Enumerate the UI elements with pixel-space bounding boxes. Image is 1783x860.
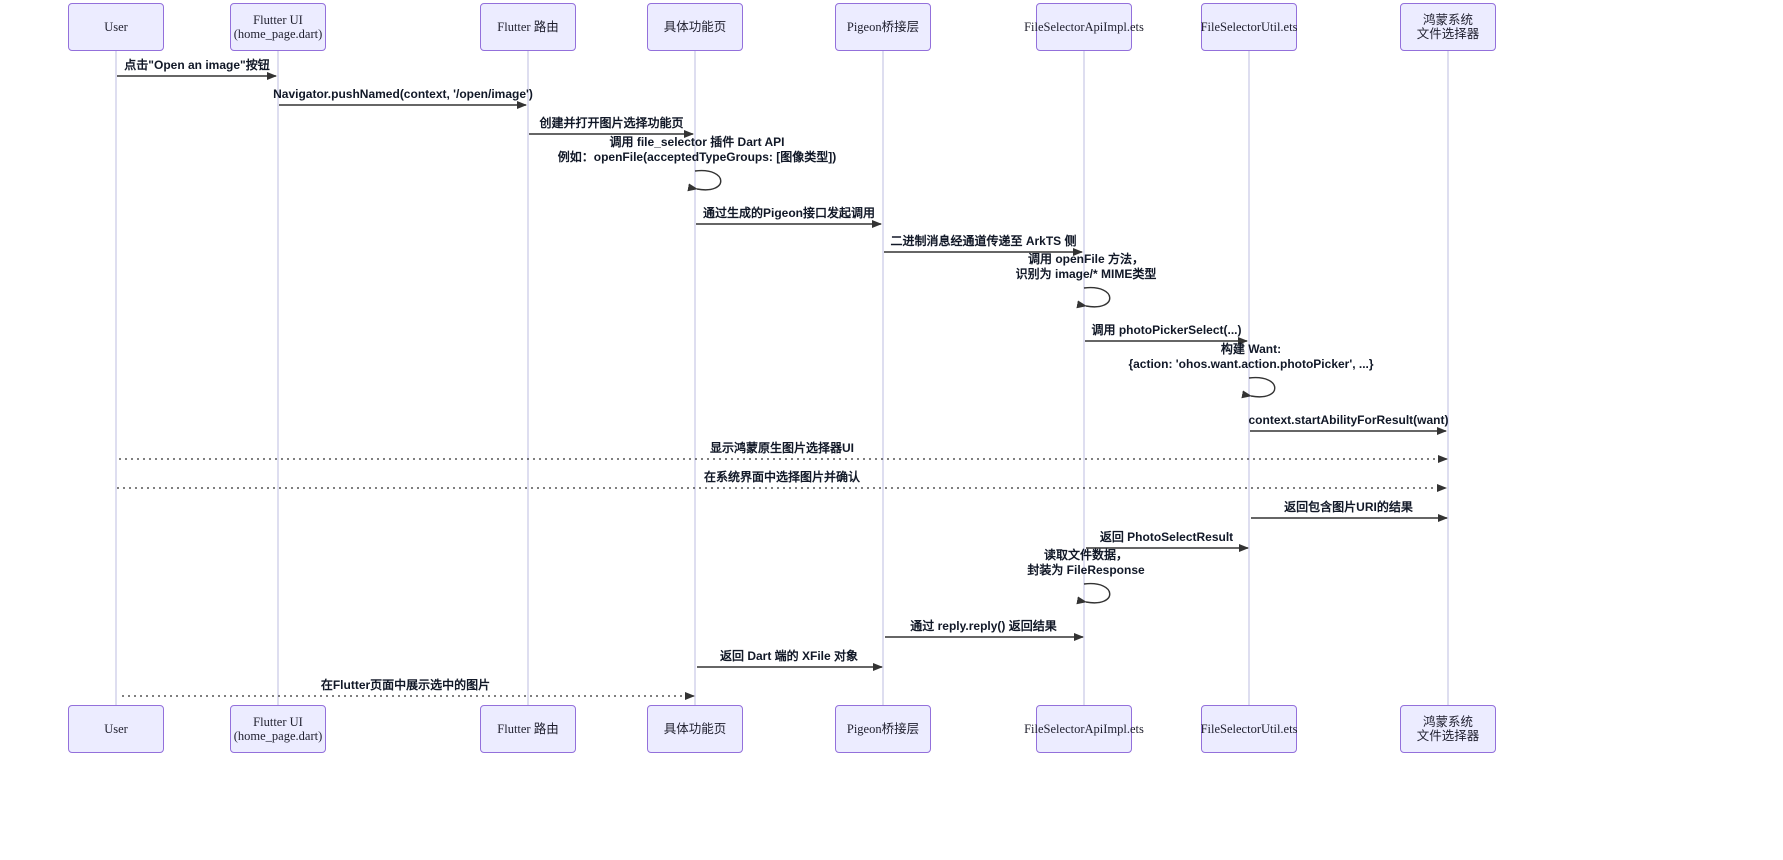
participant-flutter_ui-bottom: Flutter UI (home_page.dart): [230, 705, 326, 753]
participant-harmony-bottom: 鸿蒙系统 文件选择器: [1400, 705, 1496, 753]
participant-feature_page-top: 具体功能页: [647, 3, 743, 51]
lifelines-group: [115, 51, 1449, 705]
participant-flutter_router-top: Flutter 路由: [480, 3, 576, 51]
participant-feature_page-bottom: 具体功能页: [647, 705, 743, 753]
participant-api_impl-top: FileSelectorApiImpl.ets: [1024, 3, 1144, 51]
participant-util-bottom: FileSelectorUtil.ets: [1201, 705, 1297, 753]
participant-harmony-top: 鸿蒙系统 文件选择器: [1400, 3, 1496, 51]
self-message-15: [1076, 582, 1111, 605]
participant-flutter_ui-top: Flutter UI (home_page.dart): [230, 3, 326, 51]
participant-user-top: User: [68, 3, 164, 51]
participant-flutter_router-bottom: Flutter 路由: [480, 705, 576, 753]
self-message-7: [1076, 286, 1111, 309]
participant-user-bottom: User: [68, 705, 164, 753]
participant-pigeon_bridge-bottom: Pigeon桥接层: [835, 705, 931, 753]
participant-pigeon_bridge-top: Pigeon桥接层: [835, 3, 931, 51]
self-message-4: [687, 169, 722, 192]
participant-api_impl-bottom: FileSelectorApiImpl.ets: [1024, 705, 1144, 753]
arrows-group: [117, 72, 1448, 700]
participant-util-top: FileSelectorUtil.ets: [1201, 3, 1297, 51]
self-message-9: [1241, 376, 1276, 399]
